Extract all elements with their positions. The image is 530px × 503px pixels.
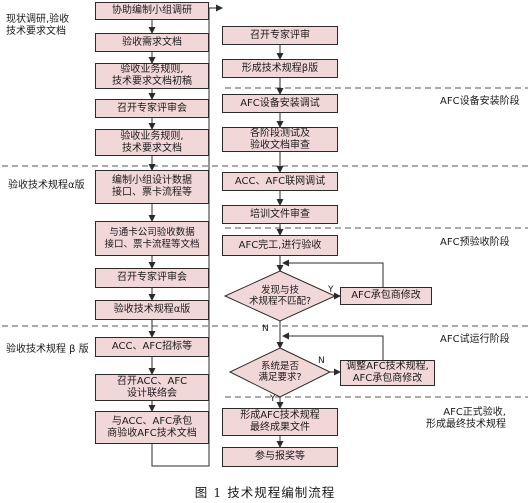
box-vendor-docs: 与ACC、AFC承包 商验收AFC技术文档	[95, 411, 209, 444]
box-rules-docs: 验收业务规则, 技术要求文档	[95, 129, 209, 156]
box-install-debug: AFC设备安装调试	[222, 94, 338, 113]
label-mismatch-no: N	[262, 324, 269, 334]
box-alpha-version: 验收技术规程α版	[95, 300, 209, 320]
box-network-debug: ACC、AFC联网调试	[222, 172, 338, 191]
box-review-2: 召开专家评审会	[95, 268, 209, 288]
phase-separators	[2, 87, 528, 398]
arrow-connector-to-right	[151, 4, 223, 467]
box-acceptance-doc: 验收需求文档	[95, 33, 209, 52]
side-label-alpha: 验收技术规程α版	[8, 180, 85, 191]
box-liaison: 召开ACC、AFC 设计联络会	[95, 374, 209, 401]
label-mismatch-yes: Y	[328, 285, 334, 295]
box-adjust-rules: 调整AFC技术规程, AFC承包商修改	[340, 360, 435, 386]
box-vendor-modify: AFC承包商修改	[340, 287, 432, 305]
figure-caption: 图 1 技术规程编制流程	[194, 485, 336, 500]
box-beta-version: 形成技术规程β版	[222, 59, 338, 78]
phase-label-pre-accept: AFC预验收阶段	[440, 237, 510, 248]
box-ticket-docs: 与通卡公司验收数据 接口、票卡流程等文档	[95, 221, 209, 256]
box-data-interface: 编制小组设计数据 接口、票卡流程等	[95, 170, 209, 204]
box-rules-draft: 验收业务规则, 技术要求文档初稿	[95, 63, 209, 89]
box-final-docs: 形成AFC技术规程 最终成果文件	[222, 408, 338, 436]
arrow-modify-back	[282, 259, 384, 287]
label-meet-yes: Y	[270, 394, 276, 404]
box-research: 协助编制小组调研	[95, 2, 209, 20]
arrow-adjust-back	[282, 332, 384, 360]
box-afc-complete: AFC完工,进行验收	[222, 235, 338, 256]
decision-mismatch-text: 发现与技 术规程不匹配?	[248, 285, 312, 307]
box-training-review: 培训文件审查	[222, 205, 338, 224]
box-bidding: ACC、AFC招标等	[95, 337, 209, 357]
label-meet-no: N	[318, 356, 325, 366]
side-label-beta: 验收技术规程 β 版	[6, 344, 89, 355]
box-stage-tests: 各阶段测试及 验收文档审查	[222, 127, 338, 152]
side-label-research-docs: 现状调研,验收 技术要求文档	[6, 14, 70, 37]
phase-label-trial: AFC试运行阶段	[440, 334, 510, 345]
decision-meet-text: 系统是否 满足要求?	[258, 361, 302, 383]
phase-label-formal: AFC正式验收, 形成最终技术规程	[426, 407, 506, 430]
box-awards: 参与报奖等	[222, 447, 338, 467]
box-review: 召开专家评审	[222, 26, 338, 45]
decision-meet-shape	[228, 347, 332, 398]
box-review-1: 召开专家评审会	[95, 99, 209, 118]
phase-label-install: AFC设备安装阶段	[440, 96, 520, 107]
decision-mismatch-shape	[223, 270, 337, 322]
